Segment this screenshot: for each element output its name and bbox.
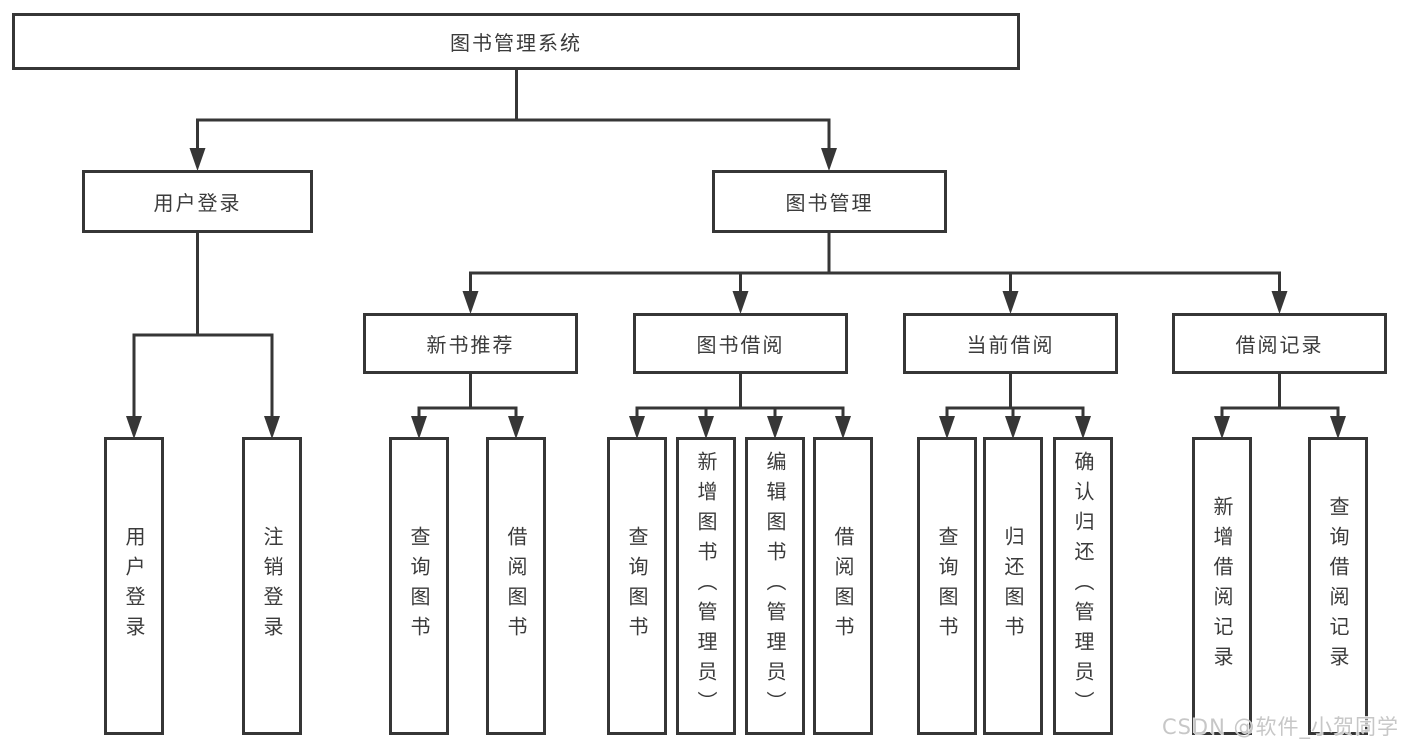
node-label: 新增图书（管理员） [694,451,718,721]
node-label: 借阅记录 [1235,333,1324,357]
node-label: 注销登录 [260,526,284,646]
node-label: 查询借阅记录 [1326,496,1350,676]
node-label: 用户登录 [153,191,242,215]
node-label: 编辑图书（管理员） [763,451,787,721]
node-label: 确认归还（管理员） [1071,451,1095,721]
node-query-books-borrowing: 查询图书 [607,437,667,735]
node-label: 当前借阅 [966,333,1055,357]
node-edit-book-admin: 编辑图书（管理员） [745,437,805,735]
node-add-book-admin: 新增图书（管理员） [676,437,736,735]
node-query-borrow-record: 查询借阅记录 [1308,437,1368,735]
node-new-book-recommend: 新书推荐 [363,313,578,374]
node-label: 新书推荐 [426,333,515,357]
node-label: 图书管理系统 [450,31,582,55]
node-query-books-recommend: 查询图书 [389,437,449,735]
node-current-borrowing: 当前借阅 [903,313,1118,374]
node-user-login-leaf: 用户登录 [104,437,164,735]
node-label: 图书管理 [785,191,874,215]
node-borrow-books-borrowing: 借阅图书 [813,437,873,735]
node-label: 借阅图书 [831,526,855,646]
node-confirm-return-admin: 确认归还（管理员） [1053,437,1113,735]
node-borrow-books-recommend: 借阅图书 [486,437,546,735]
node-book-management: 图书管理 [712,170,947,233]
node-return-books: 归还图书 [983,437,1043,735]
node-user-login: 用户登录 [82,170,313,233]
node-label: 新增借阅记录 [1210,496,1234,676]
node-add-borrow-record: 新增借阅记录 [1192,437,1252,735]
csdn-watermark: CSDN @软件_小贺同学 [1161,715,1399,739]
node-label: 查询图书 [935,526,959,646]
node-book-borrowing: 图书借阅 [633,313,848,374]
node-label: 查询图书 [625,526,649,646]
node-query-books-current: 查询图书 [917,437,977,735]
node-label: 图书借阅 [696,333,785,357]
node-label: 查询图书 [407,526,431,646]
node-borrowing-records: 借阅记录 [1172,313,1387,374]
node-logout: 注销登录 [242,437,302,735]
node-library-management-system: 图书管理系统 [12,13,1020,70]
node-label: 借阅图书 [504,526,528,646]
node-label: 用户登录 [122,526,146,646]
node-label: 归还图书 [1001,526,1025,646]
